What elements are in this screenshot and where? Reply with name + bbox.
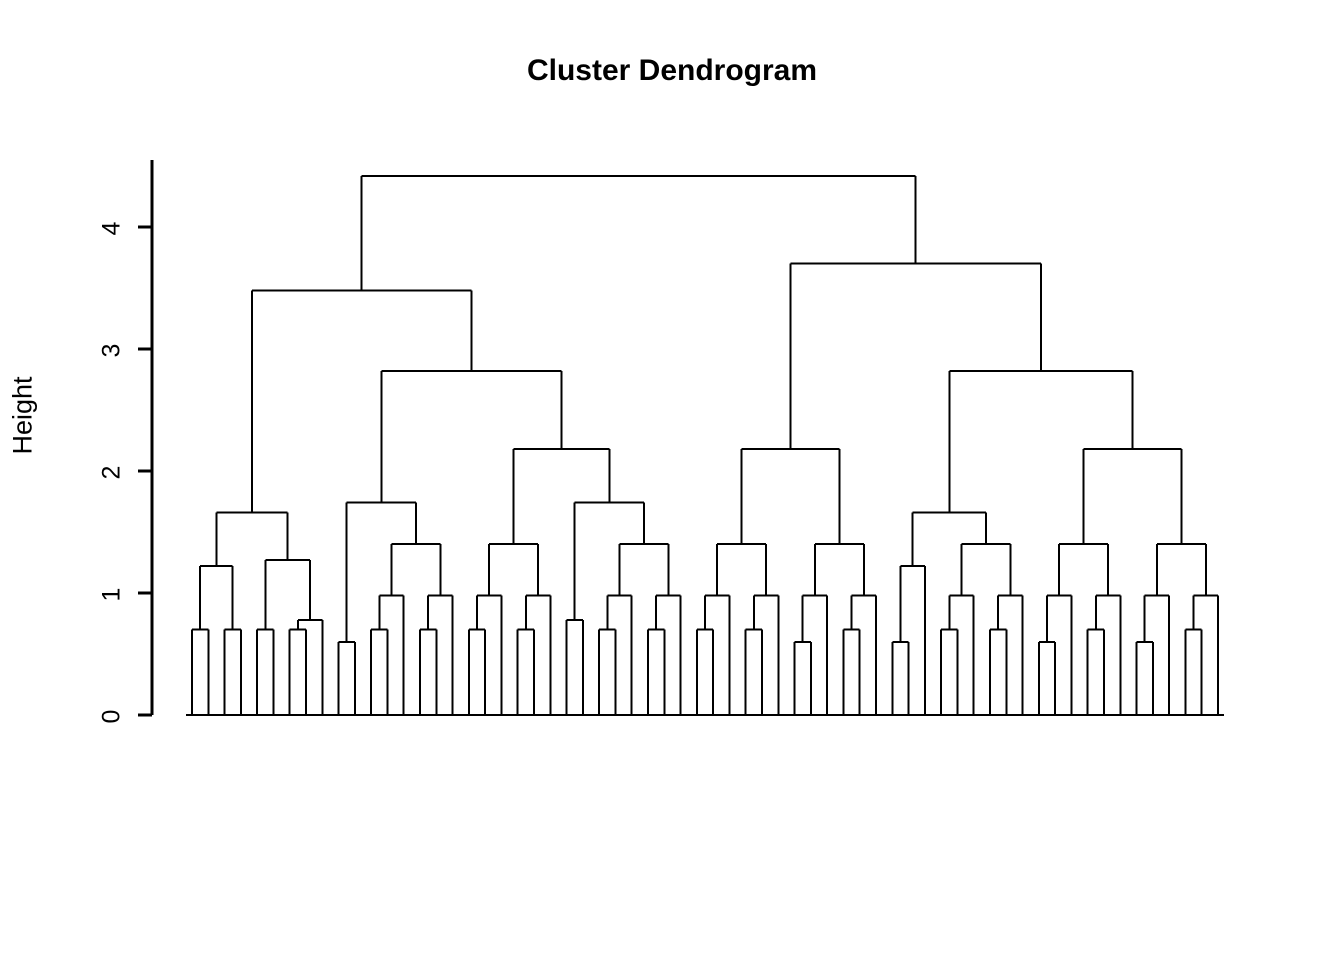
page-title: Cluster Dendrogram (526, 54, 818, 87)
dendrogram-tree (186, 174, 1224, 717)
y-axis (138, 160, 154, 717)
